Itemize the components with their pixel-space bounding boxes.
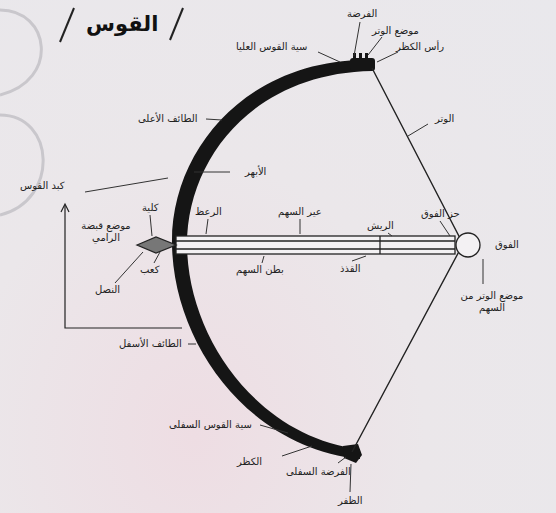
part-label: كعب (140, 264, 159, 276)
part-label: الطائف الأعلى (138, 113, 197, 125)
part-label: حز الفوق (421, 208, 460, 220)
part-label: موضع الوتر (372, 25, 419, 37)
part-label: النصل (95, 284, 120, 296)
bow-limb (172, 60, 372, 459)
part-label: الكظر (237, 456, 262, 468)
title-slashes (60, 8, 183, 42)
part-label: كبد القوس (20, 180, 64, 192)
part-label: سية القوس العليا (236, 41, 307, 53)
part-label: القذذ (340, 263, 361, 275)
part-label: الطائف الأسفل (119, 338, 182, 350)
part-label: موضع قبضة الرامي (77, 220, 135, 244)
arrow (137, 233, 480, 257)
part-label: الوتر (435, 113, 454, 125)
part-label: رأس الكظر (396, 41, 444, 53)
part-label: الأبهر (245, 166, 266, 178)
part-label: بطن السهم (236, 264, 284, 276)
bow-tip (343, 444, 362, 463)
bowstring (352, 68, 463, 452)
bracket (61, 204, 182, 328)
part-label: الفرضة السفلى (286, 466, 351, 478)
part-label: كلية (142, 202, 158, 214)
diagram-title: القوس (86, 12, 158, 36)
part-label: الرعظ (195, 206, 222, 218)
part-label: سية القوس السفلى (169, 419, 252, 431)
leader-lines (85, 22, 483, 492)
part-label: موضع الوتر من السهم (452, 290, 532, 314)
part-label: الفرضة (347, 8, 377, 20)
part-label: الظفر (338, 495, 363, 507)
part-label: الريش (367, 220, 394, 232)
part-label: الفوق (495, 239, 519, 251)
part-label: عير السهم (278, 206, 322, 218)
